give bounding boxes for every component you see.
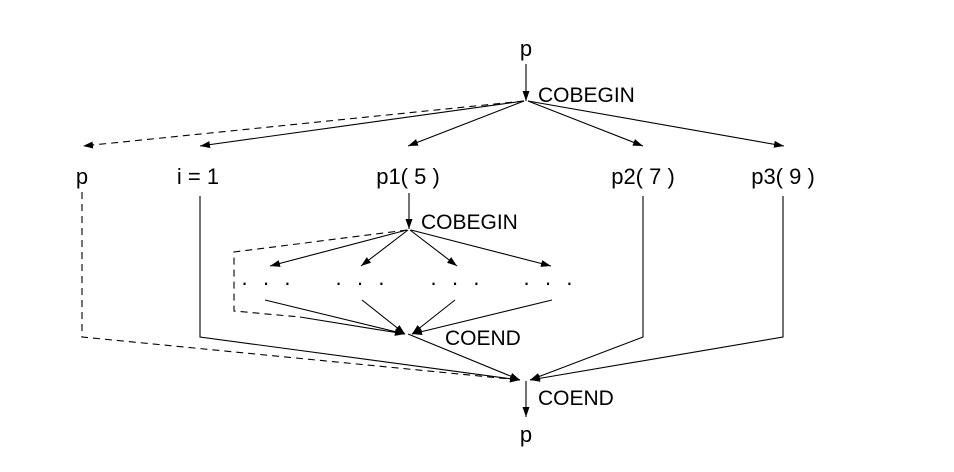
coend-inner-label: COEND [445,327,521,350]
edge-fork-to-p3 [527,100,785,148]
edge-fork-to-assign [199,100,525,149]
edge-inner-fork-dashed [233,229,408,318]
bottom-p-label: p [520,422,532,447]
inner-branch-2-ellipsis: · · · [335,270,389,295]
edge-inner-fork-1 [269,229,408,267]
p1-label: p1( 5 ) [376,164,440,189]
cobegin-inner-label: COBEGIN [421,211,518,234]
edge-inner-join-4 [411,299,553,336]
top-p-label: p [520,36,532,61]
edge-join-from-child-p [81,192,521,383]
edge-inner-fork-4 [410,229,552,267]
inner-branch-4-ellipsis: · · · [523,270,577,295]
p2-label: p2( 7 ) [611,164,675,189]
edge-join-from-p2 [529,196,644,381]
edge-join-from-p3 [529,196,784,382]
inner-branch-1-ellipsis: · · · [241,270,295,295]
assign-label: i = 1 [177,164,219,189]
edge-fork-to-p2 [527,100,644,147]
edge-fork-to-child-p [82,100,525,149]
coend-outer-label: COEND [538,387,614,410]
edge-inner-fork-3 [409,229,458,267]
cobegin-outer-label: COBEGIN [538,84,635,107]
child-p-label: p [76,164,88,189]
edge-join-from-assign [199,196,521,383]
inner-branch-3-ellipsis: · · · [430,270,484,295]
edge-inner-join-2 [361,299,406,335]
edge-inner-fork-2 [360,229,409,267]
edge-join-from-inner-coend [407,333,521,381]
edge-inner-join-1 [264,299,406,336]
p3-label: p3( 9 ) [751,164,815,189]
edge-inner-join-dashed-end [299,316,406,336]
edge-fork-to-p1 [407,100,525,147]
